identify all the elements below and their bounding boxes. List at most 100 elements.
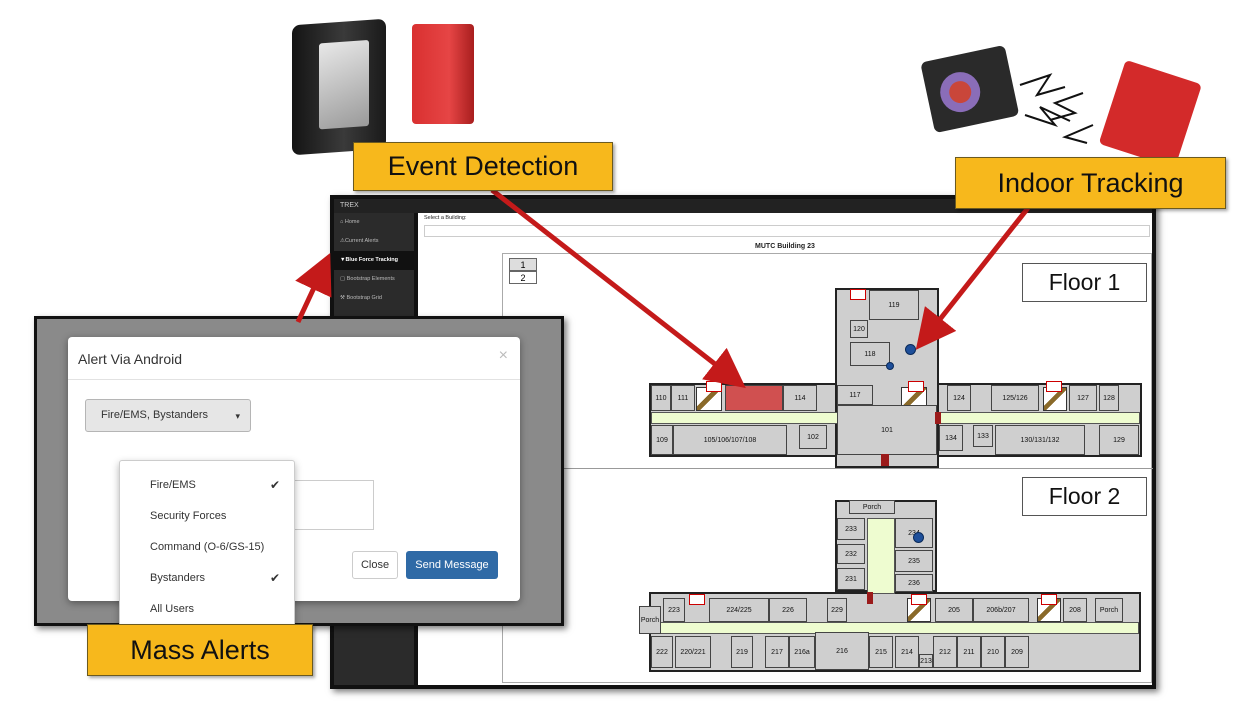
- dialog-header-divider: [68, 379, 520, 380]
- menu-item-label: All Users: [150, 603, 195, 615]
- sidebar-item-current-alerts[interactable]: ⚠Current Alerts: [340, 238, 379, 244]
- room: 117: [837, 385, 873, 405]
- room: 216: [815, 632, 869, 670]
- exit-sign-icon: [1041, 594, 1057, 605]
- room: 214: [895, 636, 919, 668]
- send-message-button[interactable]: Send Message: [406, 551, 498, 579]
- room: 119: [869, 290, 919, 320]
- mass-alerts-callout: Mass Alerts: [87, 624, 313, 676]
- room: 211: [957, 636, 981, 668]
- chevron-down-icon: ▾: [235, 411, 240, 421]
- building-select[interactable]: [424, 225, 1150, 237]
- menu-item-label: Command (O-6/GS-15): [150, 541, 265, 553]
- mass-alerts-arrow: [295, 252, 332, 324]
- menu-item-security-forces[interactable]: Security Forces: [120, 501, 294, 532]
- room: Porch: [849, 500, 895, 514]
- indoor-tracker-marker[interactable]: [886, 362, 894, 370]
- room: 216a: [789, 636, 815, 668]
- indoor-tracking-arrow: [915, 206, 1030, 350]
- room: 215: [869, 636, 893, 668]
- room: 120: [850, 320, 868, 338]
- room: 224/225: [709, 598, 769, 622]
- room: 213: [919, 654, 933, 668]
- menu-item-fire-ems[interactable]: Fire/EMS ✔: [120, 470, 294, 501]
- room: 226: [769, 598, 807, 622]
- event-detection-arrow: [490, 188, 746, 389]
- floor-2-label: Floor 2: [1022, 477, 1147, 516]
- room: 129: [1099, 425, 1139, 455]
- door-icon: [935, 412, 941, 424]
- room: 109: [651, 425, 673, 455]
- menu-item-label: Bystanders: [150, 572, 206, 584]
- alert-dialog: Alert Via Android × Fire/EMS, Bystanders…: [68, 337, 520, 636]
- room: 222: [651, 636, 673, 668]
- room: 125/126: [991, 385, 1039, 411]
- sidebar-item-label: Bootstrap Grid: [346, 295, 382, 301]
- room: 105/106/107/108: [673, 425, 787, 455]
- indoor-tracker-marker[interactable]: [913, 532, 924, 543]
- checkmark-icon: ✔: [269, 478, 280, 492]
- room: 236: [895, 574, 933, 592]
- room: 208: [1063, 598, 1087, 622]
- room: 127: [1069, 385, 1097, 411]
- door-icon: [881, 454, 889, 466]
- room: 217: [765, 636, 789, 668]
- recipients-menu: Fire/EMS ✔ Security Forces Command (O-6/G…: [119, 460, 295, 636]
- tracking-devices-image: [921, 45, 1201, 160]
- close-button[interactable]: Close: [352, 551, 398, 579]
- room: 124: [947, 385, 971, 411]
- tab-floor-1[interactable]: 1: [509, 258, 537, 271]
- sidebar-item-label: Current Alerts: [344, 238, 379, 244]
- menu-item-label: Security Forces: [150, 510, 227, 522]
- mass-alert-screenshot: Alert Via Android × Fire/EMS, Bystanders…: [34, 316, 564, 636]
- close-icon[interactable]: ×: [498, 347, 508, 364]
- indoor-tracker-marker[interactable]: [905, 344, 916, 355]
- dialog-title: Alert Via Android: [78, 351, 183, 367]
- menu-item-bystanders[interactable]: Bystanders ✔: [120, 563, 294, 594]
- room: 110: [651, 385, 671, 411]
- room: 114: [783, 385, 817, 411]
- menu-item-label: Fire/EMS: [150, 479, 196, 491]
- room: 210: [981, 636, 1005, 668]
- room: 233: [837, 518, 865, 540]
- exit-sign-icon: [908, 381, 924, 392]
- checkmark-icon: ✔: [269, 571, 280, 585]
- building-title: MUTC Building 23: [755, 243, 815, 250]
- room: 235: [895, 550, 933, 572]
- room: 209: [1005, 636, 1029, 668]
- sidebar-item-label: Home: [344, 219, 360, 225]
- menu-item-all-users[interactable]: All Users: [120, 594, 294, 625]
- indoor-tracking-callout: Indoor Tracking: [955, 157, 1226, 209]
- sidebar-item-bootstrap-grid[interactable]: ⚒ Bootstrap Grid: [340, 295, 382, 301]
- room: 231: [837, 568, 865, 590]
- floor-2-hallway-vertical: [867, 518, 895, 594]
- room: 206b/207: [973, 598, 1029, 622]
- red-sensor-device-image: [412, 24, 474, 124]
- room: 232: [837, 544, 865, 564]
- room: 219: [731, 636, 753, 668]
- exit-sign-icon: [689, 594, 705, 605]
- exit-sign-icon: [1046, 381, 1062, 392]
- exit-sign-icon: [850, 289, 866, 300]
- room: 212: [933, 636, 957, 668]
- room: 128: [1099, 385, 1119, 411]
- sidebar-item-home[interactable]: ⌂ Home: [340, 219, 360, 225]
- room: 101: [837, 405, 937, 455]
- select-building-label: Select a Building:: [424, 215, 467, 221]
- floor-divider: [503, 468, 1153, 469]
- sidebar-item-label: Blue Force Tracking: [345, 257, 399, 263]
- sidebar-item-blue-force-tracking[interactable]: ▼Blue Force Tracking: [334, 251, 414, 270]
- dropdown-value: Fire/EMS, Bystanders: [101, 409, 208, 421]
- room: 205: [935, 598, 973, 622]
- event-detected-room[interactable]: [725, 385, 783, 411]
- room: 223: [663, 598, 685, 622]
- recipients-dropdown[interactable]: Fire/EMS, Bystanders ▾: [85, 399, 251, 432]
- room: 133: [973, 425, 993, 447]
- room: 220/221: [675, 636, 711, 668]
- menu-item-command[interactable]: Command (O-6/GS-15): [120, 532, 294, 563]
- room: 130/131/132: [995, 425, 1085, 455]
- sidebar-item-bootstrap-elements[interactable]: ▢ Bootstrap Elements: [340, 276, 395, 282]
- app-title-bar: TREX: [334, 199, 1152, 213]
- tab-floor-2[interactable]: 2: [509, 271, 537, 284]
